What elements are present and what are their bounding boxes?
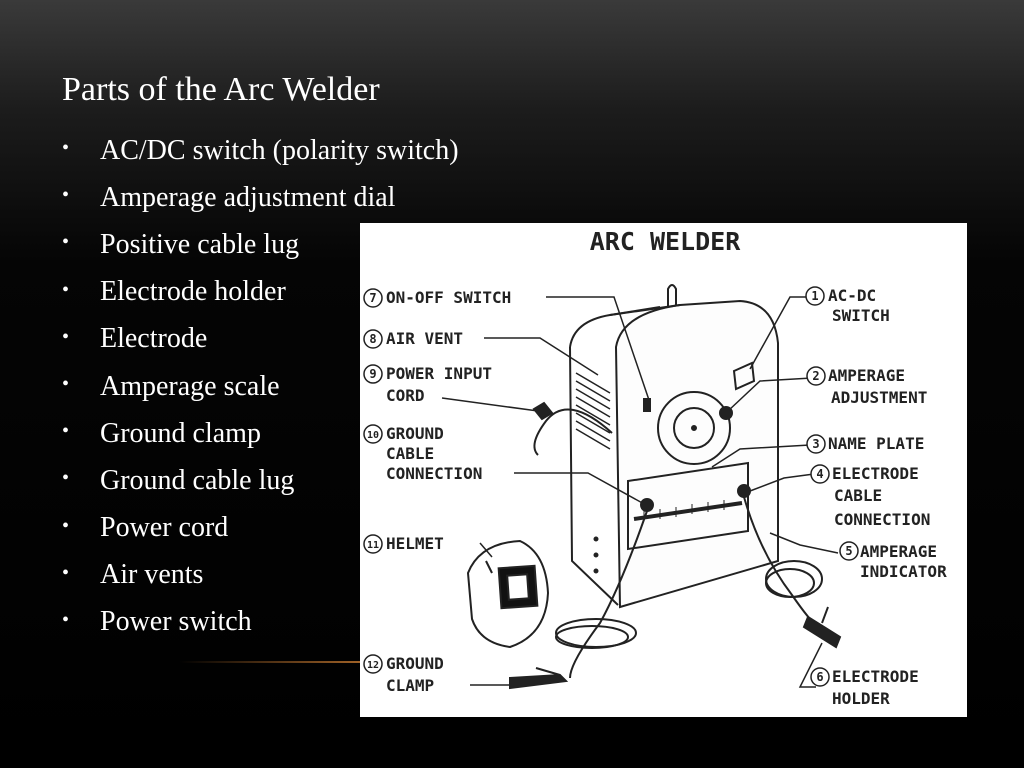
- list-item: • Amperage adjustment dial: [62, 174, 459, 221]
- diagram-svg: ARC WELDER: [363, 227, 947, 708]
- parts-list: • AC/DC switch (polarity switch) • Amperag…: [62, 127, 459, 646]
- list-item: • Ground cable lug: [62, 457, 459, 504]
- ground-clamp-illustration: [509, 510, 648, 690]
- list-item: • Air vents: [62, 552, 459, 599]
- label-ac-dc-switch: AC-DC: [828, 286, 876, 305]
- list-item-text: Ground clamp: [100, 417, 261, 449]
- number-badges: [363, 286, 859, 687]
- list-item-text: Power cord: [100, 512, 229, 544]
- label-electrode-cable-connection: ELECTRODE: [832, 464, 919, 483]
- list-item-text: Ground cable lug: [100, 464, 295, 496]
- label-name-plate: NAME PLATE: [828, 434, 924, 453]
- electrode-holder-illustration: [743, 496, 842, 649]
- accent-divider: [180, 661, 380, 663]
- part-labels: ON-OFF SWITCH AIR VENT POWER INPUT CORD …: [386, 286, 947, 708]
- label-electrode-cable-connection: CONNECTION: [834, 510, 930, 529]
- list-item-text: AC/DC switch (polarity switch): [100, 134, 459, 166]
- bullet-icon: •: [62, 467, 70, 490]
- badge-number: 5: [845, 544, 852, 558]
- label-ground-clamp: GROUND: [386, 654, 444, 673]
- bullet-icon: •: [62, 608, 70, 631]
- bullet-icon: •: [62, 561, 70, 584]
- badge-number: 6: [816, 670, 823, 684]
- label-ground-clamp: CLAMP: [386, 676, 434, 695]
- label-amperage-indicator: INDICATOR: [860, 562, 947, 581]
- label-electrode-holder: HOLDER: [832, 689, 890, 708]
- list-item-text: Amperage scale: [100, 370, 280, 402]
- label-electrode-holder: ELECTRODE: [832, 667, 919, 686]
- welder-illustration: [569, 284, 779, 609]
- label-amperage-adjustment: AMPERAGE: [828, 366, 905, 385]
- bullet-icon: •: [62, 514, 70, 537]
- badge-number: 1: [811, 289, 818, 303]
- label-power-input-cord: POWER INPUT: [386, 364, 492, 383]
- badge-number: 8: [369, 332, 376, 346]
- slide-title: Parts of the Arc Welder: [62, 71, 380, 108]
- label-ground-cable-connection: GROUND: [386, 424, 444, 443]
- label-power-input-cord: CORD: [386, 386, 425, 405]
- bullet-icon: •: [62, 420, 70, 443]
- label-air-vent: AIR VENT: [386, 329, 463, 348]
- badge-number: 9: [369, 367, 376, 381]
- bullet-icon: •: [62, 137, 70, 160]
- label-amperage-adjustment: ADJUSTMENT: [831, 388, 927, 407]
- diagram-heading: ARC WELDER: [590, 227, 741, 256]
- label-amperage-indicator: AMPERAGE: [860, 542, 937, 561]
- list-item: • Amperage scale: [62, 363, 459, 410]
- helmet-illustration: [466, 539, 550, 649]
- bullet-icon: •: [62, 184, 70, 207]
- leader-lines: [441, 296, 839, 688]
- list-item-text: Amperage adjustment dial: [100, 181, 396, 213]
- list-item: • AC/DC switch (polarity switch): [62, 127, 459, 174]
- badge-number: 4: [816, 467, 823, 481]
- list-item-text: Air vents: [100, 559, 204, 591]
- list-item-text: Electrode: [100, 323, 208, 355]
- arc-welder-diagram: ARC WELDER: [360, 223, 967, 717]
- list-item: • Ground clamp: [62, 410, 459, 457]
- label-on-off-switch: ON-OFF SWITCH: [386, 288, 511, 307]
- power-cord-illustration: [532, 401, 613, 456]
- list-item: • Power switch: [62, 599, 459, 646]
- list-item-text: Power switch: [100, 606, 252, 638]
- label-ground-cable-connection: CONNECTION: [386, 464, 482, 483]
- badge-number: 3: [812, 437, 819, 451]
- list-item: • Electrode: [62, 316, 459, 363]
- badge-number: 2: [812, 369, 819, 383]
- label-ground-cable-connection: CABLE: [386, 444, 434, 463]
- list-item: • Electrode holder: [62, 269, 459, 316]
- badge-number: 11: [367, 540, 379, 551]
- badge-number: 12: [367, 660, 379, 671]
- badge-number: 7: [369, 291, 376, 305]
- bullet-icon: •: [62, 325, 70, 348]
- label-helmet: HELMET: [386, 534, 444, 553]
- list-item-text: Electrode holder: [100, 276, 286, 308]
- list-item: • Power cord: [62, 505, 459, 552]
- label-electrode-cable-connection: CABLE: [834, 486, 882, 505]
- bullet-icon: •: [62, 278, 70, 301]
- badge-number: 10: [367, 430, 379, 441]
- number-badge-text: 7 8 9 10 11 12 1 2 3 4 5 6: [367, 289, 853, 684]
- bullet-icon: •: [62, 373, 70, 396]
- label-ac-dc-switch: SWITCH: [832, 306, 890, 325]
- bullet-icon: •: [62, 231, 70, 254]
- list-item: • Positive cable lug: [62, 221, 459, 268]
- list-item-text: Positive cable lug: [100, 228, 300, 260]
